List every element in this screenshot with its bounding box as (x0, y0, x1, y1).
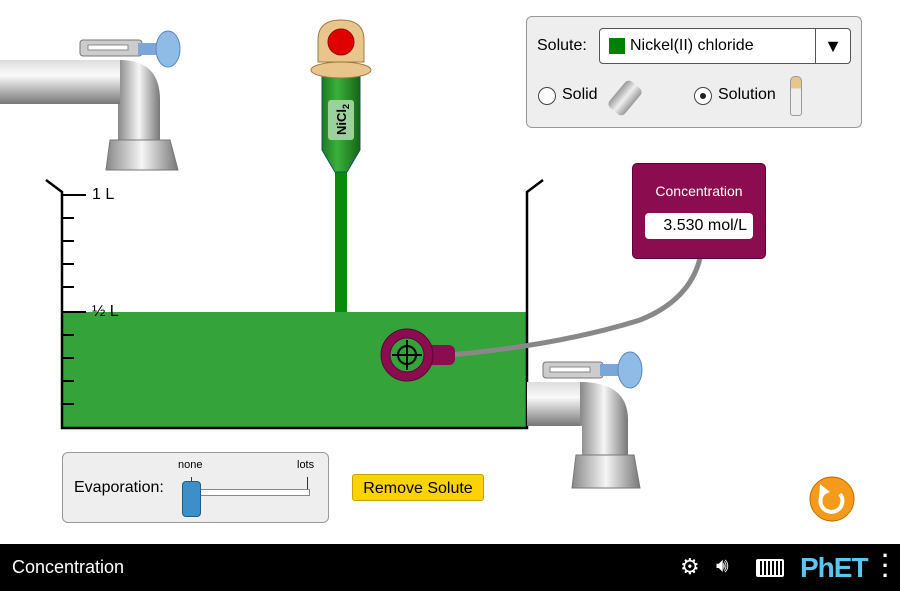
concentration-probe[interactable] (380, 328, 455, 382)
reset-all-button[interactable] (809, 476, 855, 522)
sound-icon[interactable]: 🔊︎ (716, 555, 729, 577)
dropper-icon (790, 76, 802, 116)
evaporation-label: Evaporation: (74, 479, 164, 496)
remove-solute-button[interactable]: Remove Solute (352, 474, 484, 501)
solute-selected: Nickel(II) chloride (630, 37, 754, 54)
drain-faucet[interactable] (527, 351, 643, 489)
meter-title: Concentration (655, 183, 743, 199)
solute-color-swatch (609, 38, 625, 54)
solid-radio[interactable] (538, 87, 556, 105)
beaker (45, 179, 544, 430)
faucet-handle[interactable] (155, 30, 181, 68)
sim-scene: NiCl2 (0, 19, 855, 522)
evaporation-slider-track[interactable] (191, 489, 310, 496)
more-options-icon[interactable]: ··· (882, 543, 890, 588)
solute-label: Solute: (537, 37, 587, 54)
evaporation-min-label: none (178, 459, 203, 471)
phet-logo[interactable]: PhET (800, 552, 869, 583)
sim-title: Concentration (12, 557, 125, 577)
chevron-down-icon[interactable]: ▼ (815, 29, 850, 63)
dropper-label: NiCl2 (334, 104, 351, 135)
solid-label: Solid (562, 86, 598, 103)
solute-combo-box[interactable]: Nickel(II) chloride ▼ (599, 28, 851, 64)
evaporation-panel: Evaporation: none lots (62, 452, 329, 523)
evaporation-slider-thumb[interactable] (182, 481, 201, 517)
keyboard-icon[interactable] (756, 559, 784, 577)
dropper[interactable]: NiCl2 (310, 19, 372, 312)
settings-gear-icon[interactable]: ⚙ (680, 554, 700, 579)
beaker-label-1L: 1 L (92, 186, 115, 203)
beaker-label-half-L: ½ L (92, 303, 119, 320)
solution-radio[interactable] (694, 87, 712, 105)
shaker-icon (606, 78, 644, 118)
probe-wire (449, 257, 703, 358)
solute-panel: Solute: Nickel(II) chloride ▼ Solid Solu… (526, 16, 862, 128)
solvent-faucet[interactable] (0, 30, 181, 171)
concentration-meter[interactable]: Concentration 3.530 mol/L (632, 163, 766, 259)
beaker-solution (62, 312, 527, 428)
evaporation-max-label: lots (297, 459, 315, 471)
solution-label: Solution (718, 86, 776, 103)
navigation-bar: Concentration ⚙ 🔊︎ PhET ··· (0, 544, 900, 591)
meter-value: 3.530 mol/L (645, 213, 753, 239)
